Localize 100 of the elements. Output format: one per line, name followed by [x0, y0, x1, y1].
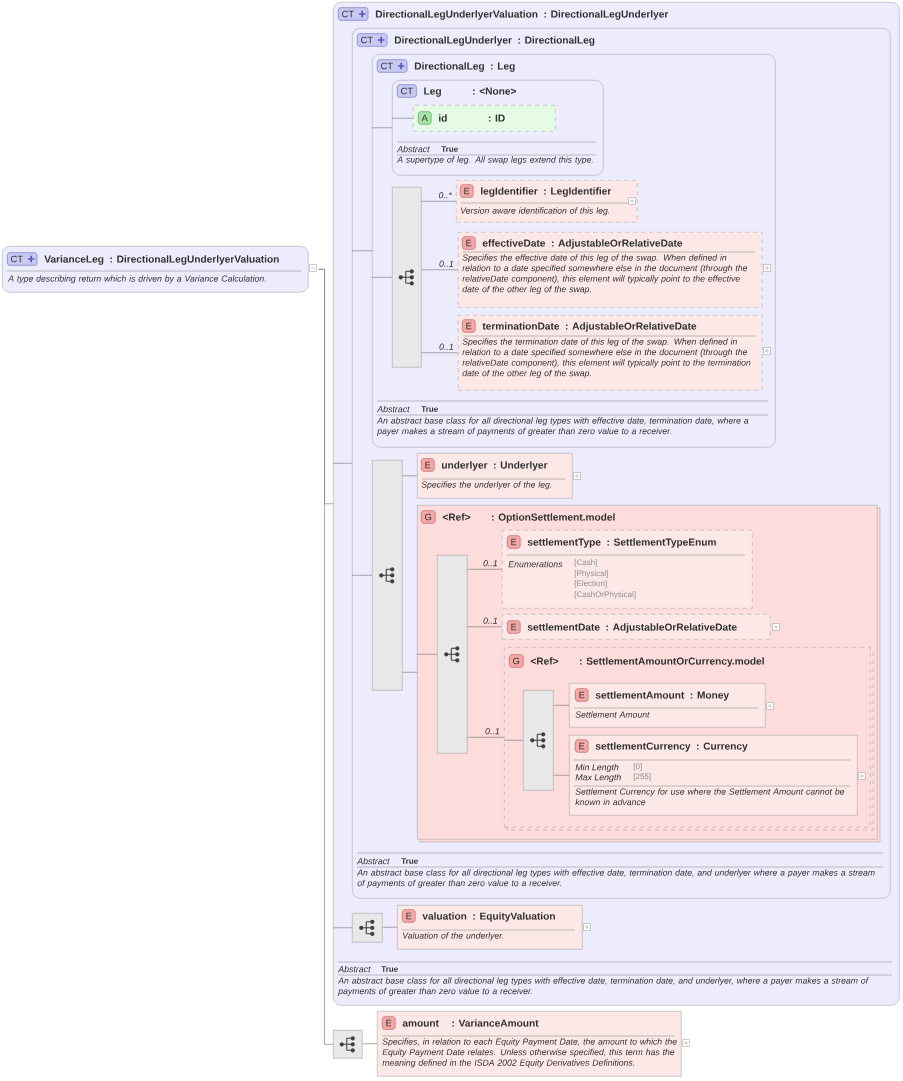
connector-line	[332, 462, 353, 464]
multiplicity-label: 0..1	[483, 617, 497, 624]
property-value: [0]	[633, 763, 642, 771]
connector-line	[382, 926, 398, 928]
type-name: : SettlementAmountOrCurrency.model	[580, 657, 764, 667]
element-name: <Ref>	[442, 513, 471, 521]
description: Settlement Amount	[575, 711, 650, 718]
type-badge: E	[575, 688, 589, 702]
type-name: : Underlyer	[494, 461, 548, 471]
connector-line	[332, 927, 353, 929]
multiplicity-label: 0..*	[438, 192, 452, 199]
type-name: : LegIdentifier	[544, 187, 612, 197]
element-name: settlementCurrency	[595, 742, 691, 752]
connector-line	[467, 626, 503, 628]
type-badge: E	[402, 909, 416, 923]
type-badge: CT	[377, 59, 408, 73]
property-label: Max Length	[575, 773, 621, 783]
connector-line	[402, 475, 418, 477]
property-label: Abstract	[376, 405, 410, 413]
connector-line	[421, 269, 459, 271]
connector-line	[371, 127, 393, 129]
element-name: id	[439, 114, 447, 122]
type-name: : DirectionalLegUnderlyer	[544, 10, 669, 20]
type-badge: E	[575, 739, 589, 753]
description: Specifies, in relation to each Equity Payment Date, the amount to which the Equity Payment Date relates. Unless otherwise specified, this term has the meaning defined in the ISDA 2002 Equity Derivatives Definitions.	[382, 1038, 677, 1068]
type-name: : DirectionalLeg	[518, 36, 595, 46]
type-name: : Leg	[491, 62, 515, 72]
property-value: True	[441, 146, 458, 152]
property-value: [Cash]	[574, 559, 597, 567]
multiplicity-label: 0..1	[485, 728, 499, 735]
type-badge: E	[507, 535, 521, 549]
property-label: Abstract	[337, 965, 371, 973]
element-name: DirectionalLegUnderlyerValuation	[375, 10, 538, 20]
type-name: : AdjustableOrRelativeDate	[566, 322, 697, 332]
element-name: DirectionalLeg	[414, 62, 484, 72]
type-badge: E	[462, 319, 476, 333]
type-badge: E	[462, 236, 476, 250]
connector-line	[421, 352, 459, 354]
description: A supertype of leg. All swap legs extend this type.	[396, 156, 593, 165]
description: Version aware identification of this leg.	[461, 207, 610, 216]
connector-line	[421, 200, 457, 202]
element-name: amount	[402, 1020, 439, 1027]
property-label: Min Length	[575, 763, 619, 773]
connector-line	[553, 704, 570, 706]
type-badge: E	[507, 620, 521, 634]
type-name: : Currency	[697, 742, 748, 752]
type-name: : VarianceAmount	[452, 1019, 539, 1027]
element-name: effectiveDate	[482, 239, 546, 247]
type-name: : ID	[488, 114, 505, 122]
element-name: VarianceLeg	[44, 255, 104, 265]
type-badge: E	[382, 1016, 396, 1030]
description: Settlement Currency for use where the Settlement Amount cannot be known in advance	[575, 788, 845, 806]
connector-line	[553, 774, 570, 776]
type-badge: CT	[7, 252, 38, 266]
type-badge: E	[460, 184, 474, 198]
property-value: [Physical]	[574, 570, 608, 578]
property-label: Abstract	[396, 145, 430, 153]
type-name: : EquityValuation	[473, 912, 555, 922]
description: Specifies the termination date of this leg of the swap. When defined in relation to a date specified somewhere else in the document (through the relativeDate component), this element will typically point to the termination date of the other leg of the swap.	[462, 338, 751, 378]
type-name: : OptionSettlement.model	[492, 513, 615, 523]
connector-line	[351, 250, 373, 252]
description: Specifies the effective date of this leg of the swap. When defined in relation to a date specified somewhere else in the document (through the relativeDate component), this element will typically point to the effective date of the other leg of the swap.	[462, 254, 748, 294]
connector-line	[362, 1043, 378, 1045]
connector-line	[467, 736, 505, 738]
type-badge: CT	[397, 84, 417, 98]
description: Specifies the underlyer of the leg.	[421, 481, 552, 490]
type-badge: G	[421, 510, 436, 524]
element-name: underlyer	[442, 461, 488, 471]
connector-line	[416, 653, 438, 655]
element-name: settlementType	[527, 538, 601, 548]
type-badge: CT	[357, 33, 388, 47]
connector-line	[351, 574, 373, 576]
property-value: True	[401, 858, 418, 864]
element-name: valuation	[422, 912, 467, 920]
element-name: settlementDate	[527, 623, 600, 631]
description: An abstract base class for all directional leg types with effective date, termination date, and underlyer where a payer makes a stream of payments of greater than zero value to a receiver.	[356, 869, 875, 888]
type-name: : AdjustableOrRelativeDate	[551, 239, 683, 249]
description: A type describing return which is driven by a Variance Calculation.	[7, 275, 266, 284]
property-value: True	[421, 406, 438, 412]
type-badge: CT	[338, 7, 369, 21]
description: Valuation of the underlyer.	[403, 932, 504, 941]
connector-line	[467, 568, 503, 570]
element-name: legIdentifier	[481, 187, 538, 197]
connector-line	[391, 117, 414, 119]
type-badge: G	[509, 654, 524, 668]
type-name: : AdjustableOrRelativeDate	[606, 623, 737, 633]
element-name: <Ref>	[530, 657, 559, 665]
type-name: : Money	[690, 691, 729, 701]
type-name: : DirectionalLegUnderlyerValuation	[110, 255, 279, 265]
type-badge: E	[421, 458, 435, 472]
connector-line	[371, 276, 393, 278]
type-name: : SettlementTypeEnum	[607, 538, 716, 548]
description: An abstract base class for all directional leg types with effective date, termination date, where a payer makes a stream of payments of greater than zero value to a receiver.	[376, 417, 749, 436]
element-name: Leg	[424, 87, 441, 97]
multiplicity-label: 0..1	[483, 560, 497, 567]
property-value: True	[381, 966, 398, 972]
description: An abstract base class for all directional leg types with effective date, termination date, and underlyer, where a payer makes a stream of payments of greater than zero value to a receiver.	[337, 977, 869, 996]
connector-line	[402, 671, 418, 673]
property-label: Enumerations	[508, 560, 563, 568]
multiplicity-label: 0..1	[439, 343, 453, 350]
